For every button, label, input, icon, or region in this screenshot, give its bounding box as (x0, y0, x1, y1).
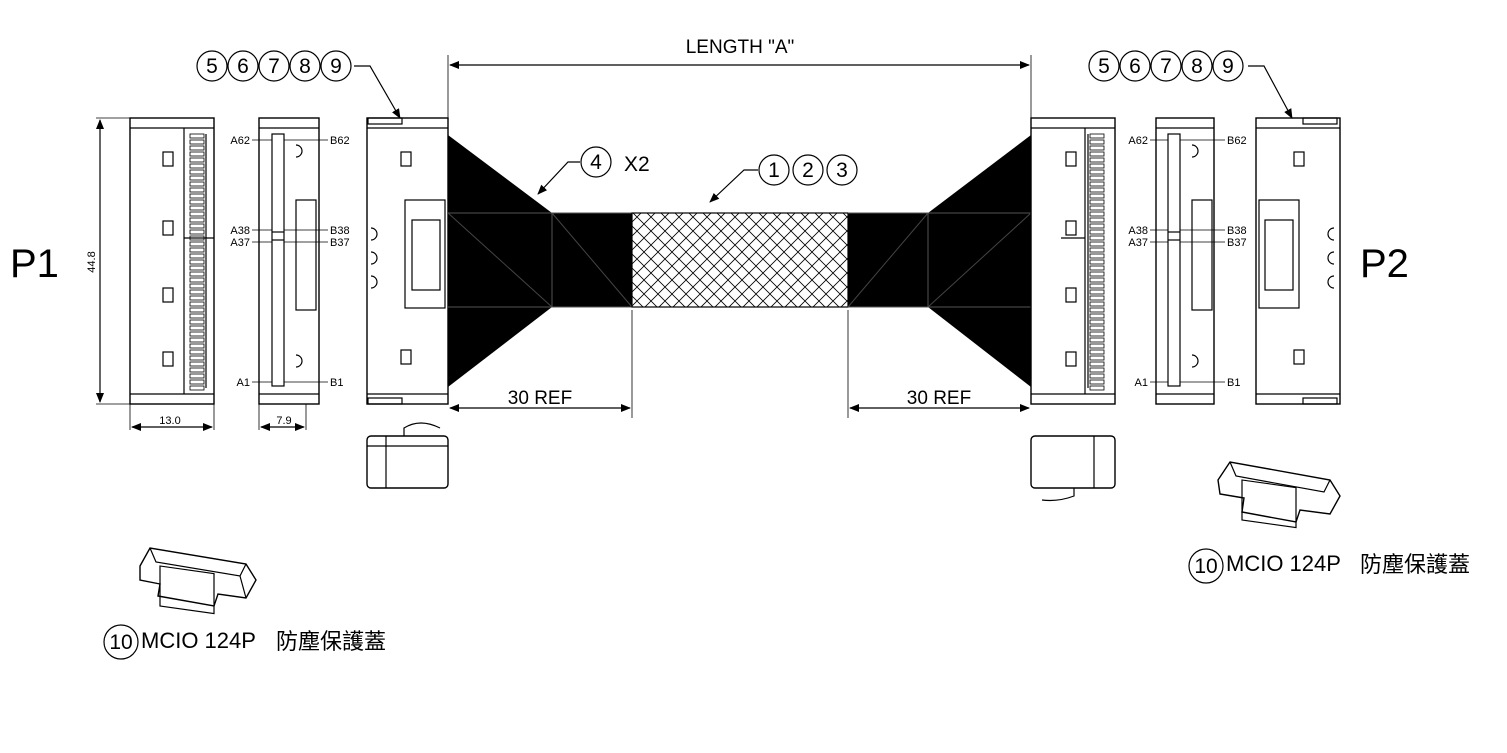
callout-left-6-number: 6 (237, 55, 249, 78)
ref-label-left: 30 REF (508, 388, 572, 409)
pin-label-b1-right: B1 (1227, 377, 1240, 389)
callout-cap-right: 10 (1188, 548, 1224, 584)
callout-right-7-number: 7 (1160, 55, 1172, 78)
callout-left-9-number: 9 (330, 55, 342, 78)
pin-label-a62-right: A62 (1128, 135, 1148, 147)
callout-cable-1: 1 (758, 154, 790, 186)
shield-qty-label: X2 (624, 153, 650, 176)
callout-right-8: 8 (1181, 50, 1213, 82)
callout-left-5: 5 (196, 50, 228, 82)
callout-cable-2-number: 2 (802, 159, 814, 182)
p1-side-view: 44.8 13.0 (86, 117, 215, 431)
ref-label-right: 30 REF (907, 388, 971, 409)
pin-label-b62-left: B62 (330, 135, 350, 147)
pin-label-a1-right: A1 (1135, 377, 1148, 389)
length-dimension: LENGTH "A" (447, 37, 1032, 140)
callout-cable-3-number: 3 (836, 159, 848, 182)
callout-right-9-number: 9 (1222, 55, 1234, 78)
callout-left-7: 7 (258, 50, 290, 82)
pin-label-b62-right: B62 (1227, 135, 1247, 147)
p2-pull-tab-view (1030, 435, 1116, 502)
callout-right-6: 6 (1119, 50, 1151, 82)
connector-label-p2: P2 (1360, 242, 1409, 286)
callout-cable-3: 3 (826, 154, 858, 186)
cable-assembly (447, 135, 1032, 387)
caption-right-model: MCIO 124P (1226, 551, 1341, 576)
pin-label-a38-left: A38 (230, 225, 250, 237)
pin-label-b37-left: B37 (330, 237, 350, 249)
callout-left-5-number: 5 (206, 55, 218, 78)
caption-left-model: MCIO 124P (141, 628, 256, 653)
p2-pin-view: A62 B62 A38 B38 A37 B37 A1 B1 (1128, 117, 1247, 405)
callout-right-5-number: 5 (1098, 55, 1110, 78)
width-dimension-right-label: 7.9 (276, 415, 291, 427)
dust-cap-right-drawing (1217, 461, 1341, 529)
callout-right-8-number: 8 (1191, 55, 1203, 78)
p1-plug-body (366, 117, 449, 405)
callout-left-9: 9 (320, 50, 352, 82)
connector-label-p1: P1 (10, 242, 59, 286)
callout-shield: 4 (580, 146, 612, 178)
width-dimension-left-label: 13.0 (159, 415, 180, 427)
pin-label-b1-left: B1 (330, 377, 343, 389)
pin-label-a1-left: A1 (237, 377, 250, 389)
callout-left-8-number: 8 (299, 55, 311, 78)
callout-left-6: 6 (227, 50, 259, 82)
p2-side-view (1255, 117, 1341, 405)
height-dimension-label: 44.8 (86, 251, 98, 272)
callout-cable-2: 2 (792, 154, 824, 186)
callout-cable-1-number: 1 (768, 159, 780, 182)
callout-left-7-number: 7 (268, 55, 280, 78)
callout-cap-right-number: 10 (1194, 555, 1217, 578)
p1-pull-tab-view (366, 422, 449, 489)
p1-pin-view: A62 B62 A38 B38 A37 B37 A1 B1 7.9 (230, 117, 350, 431)
pin-label-b37-right: B37 (1227, 237, 1247, 249)
pin-label-a38-right: A38 (1128, 225, 1148, 237)
pin-label-a37-right: A37 (1128, 237, 1148, 249)
callout-cap-left: 10 (103, 624, 139, 660)
pin-label-b38-right: B38 (1227, 225, 1247, 237)
ref-dimension-left: 30 REF (449, 310, 633, 418)
caption-right-desc: 防塵保護蓋 (1360, 553, 1470, 578)
ref-dimension-right: 30 REF (847, 310, 1030, 418)
caption-left-desc: 防塵保護蓋 (276, 630, 386, 655)
callout-right-5: 5 (1088, 50, 1120, 82)
pin-label-a62-left: A62 (230, 135, 250, 147)
callout-left-8: 8 (289, 50, 321, 82)
callout-right-6-number: 6 (1129, 55, 1141, 78)
dust-cap-left-drawing (139, 547, 257, 615)
p2-plug-body (1030, 117, 1116, 405)
pin-label-b38-left: B38 (330, 225, 350, 237)
callout-shield-number: 4 (590, 151, 602, 174)
callout-right-7: 7 (1150, 50, 1182, 82)
pin-label-a37-left: A37 (230, 237, 250, 249)
length-label: LENGTH "A" (686, 37, 795, 58)
callout-right-9: 9 (1212, 50, 1244, 82)
callout-cap-left-number: 10 (109, 631, 132, 654)
